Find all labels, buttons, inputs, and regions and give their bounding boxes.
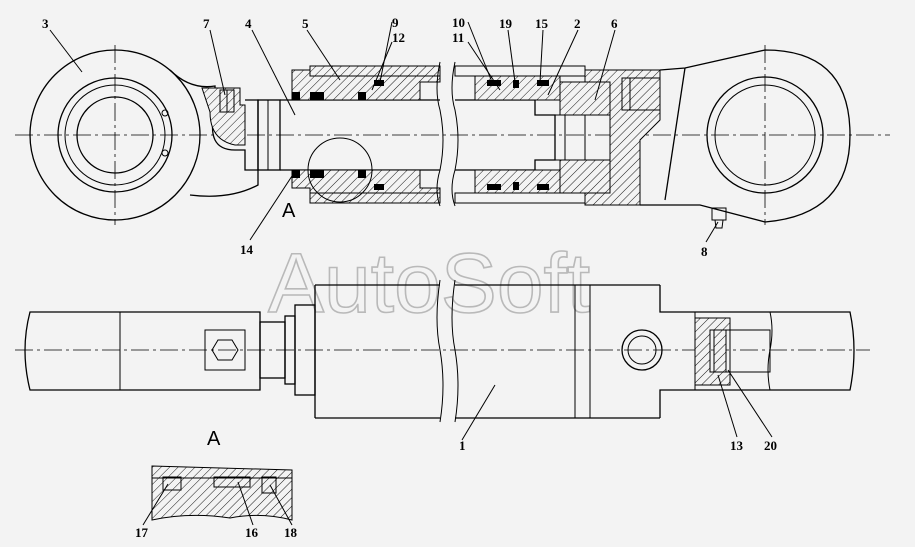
callout-12: 12	[392, 30, 405, 45]
callout-3: 3	[42, 16, 49, 31]
callout-9: 9	[392, 15, 399, 30]
callout-11: 11	[452, 30, 464, 45]
cylinder-gland	[291, 65, 441, 204]
callout-1: 1	[459, 438, 466, 453]
callout-4: 4	[245, 16, 252, 31]
rod-end-eye	[29, 49, 281, 221]
callout-labels: 3 7 4 5 9 12 10 11 19 15 2 6 14 8 1 13 2…	[42, 15, 777, 540]
top-sectional-view: A	[15, 45, 890, 229]
callout-8: 8	[701, 244, 708, 259]
callout-10: 10	[452, 15, 465, 30]
detail-a-view: A	[151, 428, 293, 521]
callout-19: 19	[499, 16, 513, 31]
leader-lines	[49, 21, 773, 526]
watermark: AutoSoft	[268, 236, 590, 330]
callout-15: 15	[535, 16, 549, 31]
break-line-2	[451, 61, 459, 207]
callout-14: 14	[240, 242, 254, 257]
callout-20: 20	[764, 438, 777, 453]
callout-7: 7	[203, 16, 210, 31]
cylinder-end-eye	[640, 49, 851, 229]
detail-view-label: A	[207, 428, 221, 450]
callout-5: 5	[302, 16, 309, 31]
break-line-1	[436, 61, 444, 207]
callout-13: 13	[730, 438, 744, 453]
piston-assembly	[454, 65, 661, 206]
callout-16: 16	[245, 525, 259, 540]
callout-18: 18	[284, 525, 298, 540]
callout-17: 17	[135, 525, 149, 540]
callout-6: 6	[611, 16, 618, 31]
section-view-label: A	[282, 200, 296, 222]
bottom-outline-view	[15, 279, 870, 423]
callout-2: 2	[574, 16, 581, 31]
